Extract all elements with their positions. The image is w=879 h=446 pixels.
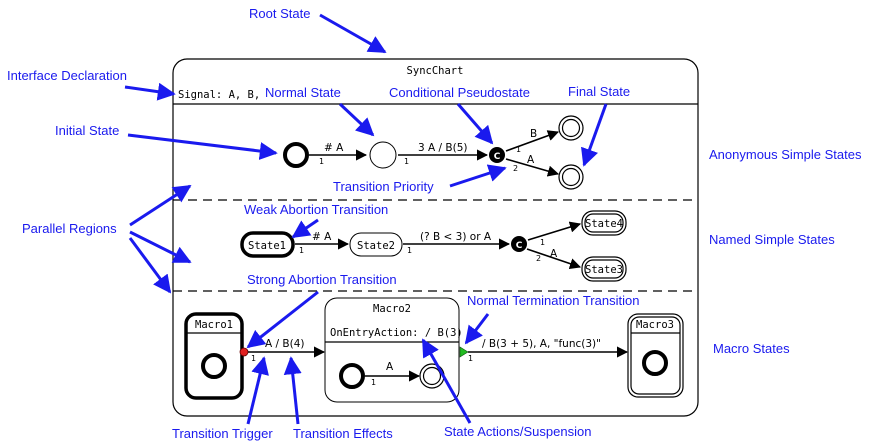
initial-state[interactable]	[283, 142, 309, 168]
macro3-initial-state[interactable]	[642, 350, 668, 376]
annotations: Root State Interface Declaration Normal …	[7, 6, 862, 441]
priority-label: 1	[468, 354, 473, 363]
state1-label: State1	[248, 240, 286, 252]
transition-label: A	[550, 248, 558, 260]
annotation-transition-priority: Transition Priority	[333, 179, 434, 194]
priority-label: 1	[540, 238, 545, 247]
state2[interactable]	[349, 232, 403, 257]
region-2: State1 # A 1 State2 (? B < 3) or A 1 C 1…	[240, 210, 627, 282]
transition-label: 3 A / B(5)	[418, 142, 468, 154]
annotation-arrow	[124, 82, 176, 101]
macro2-initial-state[interactable]	[339, 363, 365, 389]
annotation-initial-state: Initial State	[55, 123, 119, 138]
annotation-strong-abortion-transition: Strong Abortion Transition	[247, 272, 397, 287]
priority-label: 2	[513, 164, 518, 173]
annotation-macro-states: Macro States	[713, 341, 790, 356]
annotation-named-simple-states: Named Simple States	[709, 232, 835, 247]
annotation-interface-declaration: Interface Declaration	[7, 68, 127, 83]
annotation-arrow	[129, 184, 192, 227]
annotation-state-actions-suspension: State Actions/Suspension	[444, 424, 591, 439]
macro2-final-state[interactable]	[419, 363, 445, 389]
transition-cond-state3[interactable]	[526, 248, 582, 270]
annotation-arrow	[283, 356, 302, 425]
annotation-transition-trigger: Transition Trigger	[172, 426, 273, 441]
priority-label: 1	[251, 354, 256, 363]
annotation-arrow	[319, 13, 387, 54]
annotation-conditional-pseudostate: Conditional Pseudostate	[389, 85, 530, 100]
conditional-pseudostate[interactable]	[489, 147, 505, 163]
transition-label: (? B < 3) or A	[420, 231, 492, 243]
state4-label: State4	[585, 218, 623, 230]
state4[interactable]	[581, 210, 627, 236]
annotation-arrow	[456, 103, 494, 145]
annotation-arrow	[129, 230, 192, 264]
region-3: Macro1 A / B(4) 1 Macro2 OnEntryAction: …	[184, 297, 684, 403]
annotation-normal-state: Normal State	[265, 85, 341, 100]
annotation-arrow	[338, 102, 375, 137]
annotation-transition-effects: Transition Effects	[293, 426, 393, 441]
annotation-arrow	[421, 338, 472, 424]
priority-label: 1	[299, 246, 304, 255]
annotation-arrow	[464, 313, 490, 345]
conditional-label: C	[494, 152, 501, 162]
annotation-arrow	[291, 218, 319, 239]
final-state-top[interactable]	[558, 115, 584, 141]
transition-label: # A	[312, 231, 332, 243]
annotation-parallel-regions: Parallel Regions	[22, 221, 117, 236]
annotation-arrow	[127, 133, 278, 160]
priority-label: 1	[407, 246, 412, 255]
transition-cond-state4[interactable]	[527, 221, 582, 241]
transition-label: A / B(4)	[265, 338, 304, 350]
transition-label: A	[386, 361, 394, 373]
transition-cond-final-top[interactable]	[505, 130, 560, 152]
annotation-arrow	[581, 103, 608, 167]
transition-label: # A	[324, 142, 344, 154]
macro1-initial-state[interactable]	[201, 353, 227, 379]
transition-cond-final-bottom[interactable]	[505, 158, 560, 177]
annotation-root-state: Root State	[249, 6, 310, 21]
state2-label: State2	[357, 240, 395, 252]
priority-label: 1	[319, 157, 324, 166]
macro2-label: Macro2	[373, 303, 411, 315]
transition-label: A	[527, 154, 535, 166]
state3[interactable]	[581, 256, 627, 282]
annotation-arrow	[449, 164, 507, 188]
annotation-anonymous-simple-states: Anonymous Simple States	[709, 147, 862, 162]
annotation-arrow	[128, 237, 172, 294]
annotation-arrow	[246, 356, 269, 425]
normal-termination-marker[interactable]	[459, 346, 469, 358]
conditional-pseudostate-2[interactable]	[511, 236, 527, 252]
normal-state[interactable]	[369, 141, 397, 169]
conditional-label: C	[516, 241, 523, 251]
transition-label: / B(3 + 5), A, "func(3)"	[482, 338, 601, 350]
final-state-bottom[interactable]	[558, 164, 584, 190]
priority-label: 1	[371, 378, 376, 387]
root-state-title: SyncChart	[407, 65, 464, 77]
annotation-weak-abortion-transition: Weak Abortion Transition	[244, 202, 388, 217]
priority-label: 1	[404, 157, 409, 166]
region-1: # A 1 3 A / B(5) 1 C B 1 A 2	[283, 115, 584, 190]
transition-label: B	[530, 128, 537, 140]
priority-label: 2	[536, 254, 541, 263]
state3-label: State3	[585, 264, 623, 276]
macro3-label: Macro3	[636, 319, 674, 331]
state1[interactable]	[240, 231, 295, 258]
annotation-arrow	[246, 290, 319, 349]
annotation-final-state: Final State	[568, 84, 630, 99]
macro1-label: Macro1	[195, 319, 233, 331]
annotation-normal-termination-transition: Normal Termination Transition	[467, 293, 639, 308]
strong-abortion-marker[interactable]	[239, 347, 249, 357]
macro2-action: OnEntryAction: / B(3)	[330, 327, 463, 339]
priority-label: 1	[516, 145, 521, 154]
interface-declaration-text: Signal: A, B,	[178, 89, 260, 101]
